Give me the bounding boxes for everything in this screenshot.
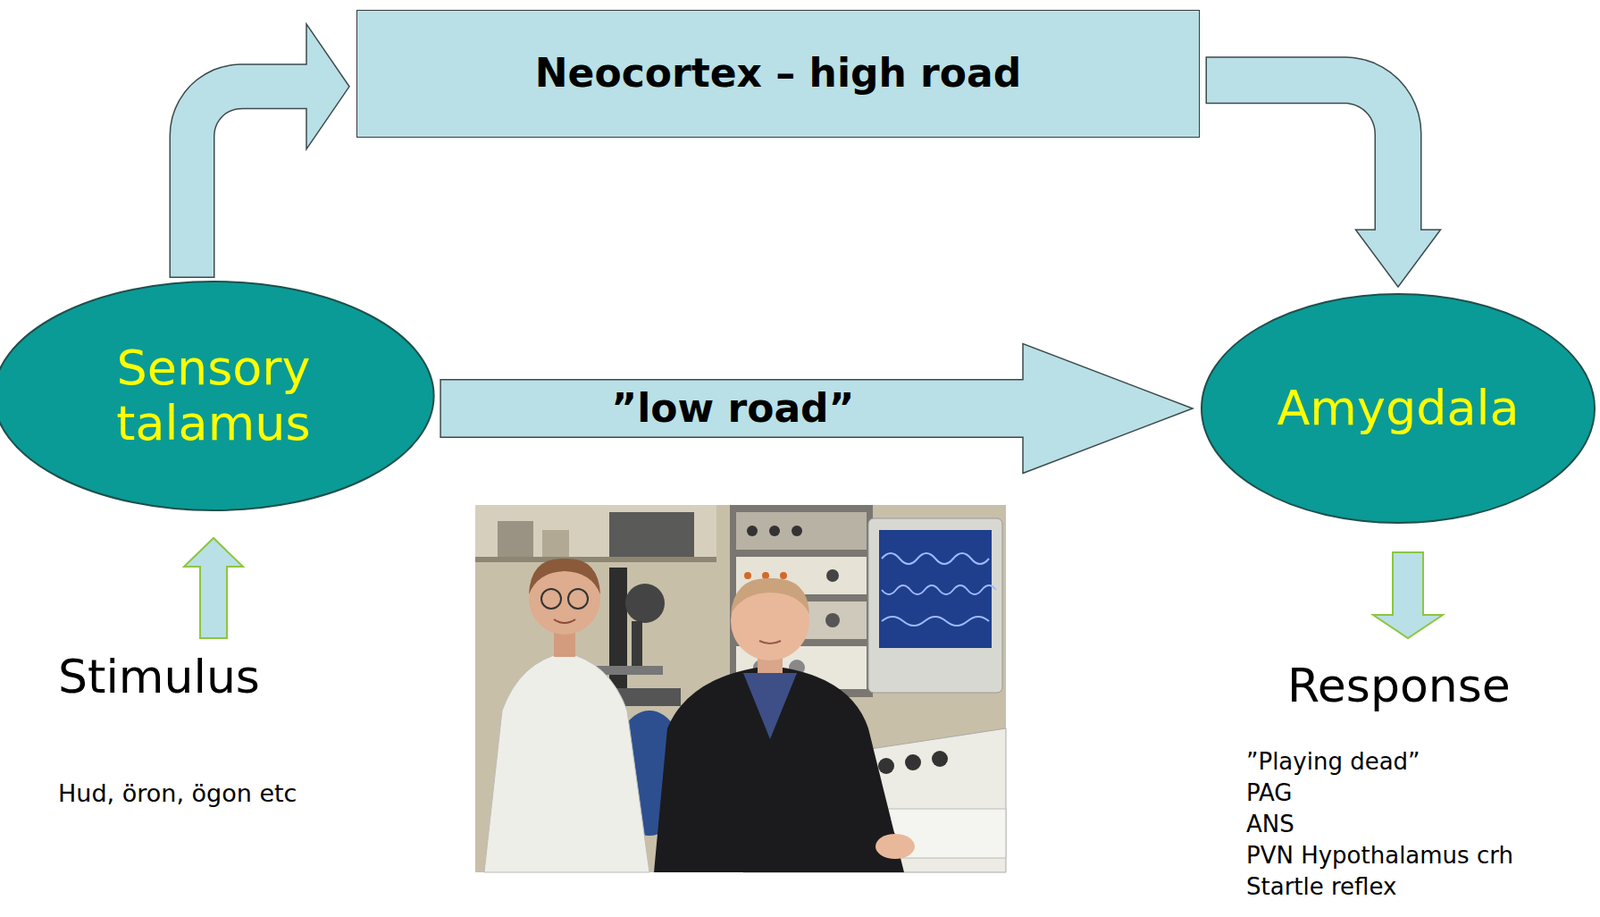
scientist-left-part (484, 652, 650, 872)
equipment-rack-part (791, 525, 803, 537)
scientist-left-part (553, 619, 576, 623)
equipment-rack-part (729, 504, 873, 697)
ellipse-shape (1201, 293, 1595, 523)
arrow-outline (439, 378, 1025, 438)
sense-organs-note: Hud, öron, ögon etc (58, 779, 297, 807)
computer-monitor (868, 518, 1003, 693)
block-arrow (439, 343, 1193, 474)
node-text-wrap: Neocortex – high road (535, 50, 1022, 97)
equipment-rack-part (825, 612, 840, 628)
equipment-rack-part (744, 571, 752, 579)
lab-photo (475, 504, 1006, 872)
arrow-head (1356, 229, 1441, 287)
lab-photo-part (475, 504, 717, 559)
block-arrow (1206, 80, 1441, 287)
console-desk-part (878, 757, 895, 774)
ellipse-shape (0, 281, 434, 511)
cortex-box: Neocortex – high road (356, 9, 1200, 138)
response-label: Response (1287, 659, 1511, 713)
scientist-right-part (653, 665, 905, 872)
lab-photo-part (497, 520, 534, 557)
lab-photo-part (609, 511, 695, 557)
computer-monitor-part (881, 616, 989, 626)
stimulus-label: Stimulus (58, 650, 260, 704)
scientist-left-part (568, 588, 588, 609)
scientist-left (484, 558, 687, 872)
node-label: Amygdala (1276, 380, 1519, 436)
scientist-left-part (528, 558, 601, 595)
block-arrow (192, 24, 350, 278)
equipment-rack-part (736, 511, 867, 550)
response-item: PVN Hypothalamus crh (1246, 842, 1514, 870)
response-item: Startle reflex (1246, 873, 1397, 901)
response-item: ”Playing dead” (1246, 748, 1421, 776)
equipment-rack (729, 504, 873, 697)
console-desk-part (931, 750, 948, 767)
response-item: PAG (1246, 779, 1293, 807)
computer-monitor-part (881, 552, 989, 564)
equipment-rack-part (779, 571, 788, 579)
scientist-right (653, 578, 915, 872)
node-text-wrap: Sensory talamus (66, 340, 361, 452)
arrow-outline (1206, 80, 1399, 232)
arrow-shaft (441, 380, 1025, 437)
equipment-rack-part (826, 569, 839, 582)
amygdala-ellipse: Amygdala (1201, 293, 1595, 523)
scientist-right-part (730, 578, 810, 614)
equipment-rack-part (762, 571, 770, 579)
microscope-part (625, 583, 665, 623)
lab-photo-part (542, 529, 570, 557)
equipment-rack-part (746, 525, 758, 537)
thalamus-ellipse: Sensory talamus (0, 281, 434, 511)
console-desk-part (904, 753, 922, 771)
scientist-right-part (743, 672, 797, 739)
response-arrow-part (1373, 552, 1443, 638)
equipment-rack-part (769, 525, 780, 537)
arrow-shaft (1206, 80, 1399, 232)
scientist-left-part (541, 588, 562, 609)
lab-photo-part (475, 504, 1006, 872)
node-label: Sensory talamus (66, 340, 361, 452)
node-text-wrap: Amygdala (1276, 380, 1519, 436)
response-item: ANS (1246, 811, 1295, 838)
stimulus-arrow-part (184, 537, 243, 638)
arrow-head (1022, 343, 1193, 474)
arrow-outline (192, 86, 309, 278)
edge-label: ”low road” (605, 386, 860, 430)
node-label: Neocortex – high road (535, 50, 1022, 97)
computer-monitor-part (868, 518, 1003, 693)
computer-monitor-part (881, 585, 997, 595)
stimulus-arrow (184, 537, 243, 638)
lab-photo-part (475, 556, 717, 562)
response-arrow (1373, 552, 1443, 638)
arrow-shaft (192, 86, 309, 277)
arrow-head (306, 24, 350, 150)
scientist-right-part (759, 640, 781, 644)
scientist-right-part (875, 833, 915, 859)
